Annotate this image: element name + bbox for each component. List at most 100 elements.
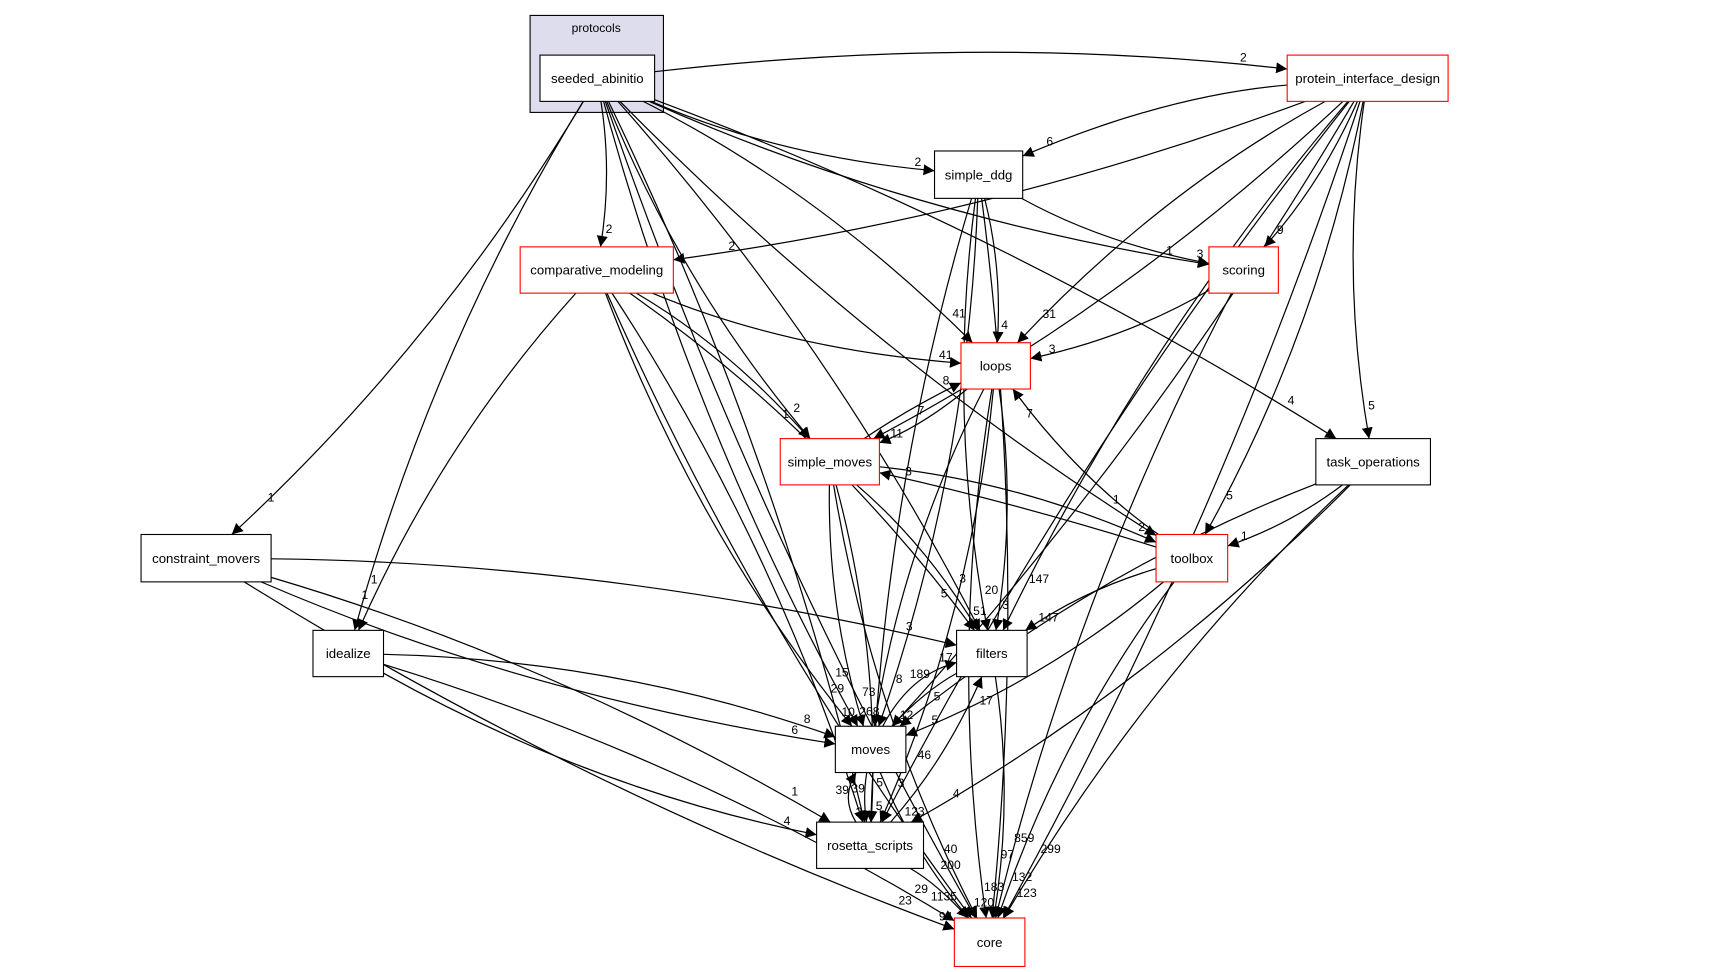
node-moves[interactable]: moves <box>834 725 907 774</box>
node-label[interactable]: filters <box>976 646 1008 661</box>
edge-loops-to-moves[interactable] <box>870 388 985 727</box>
edge-label[interactable]: 132 <box>1012 870 1032 884</box>
edge-rosetta-scripts-to-filters[interactable] <box>890 676 983 823</box>
node-seeded-abinitio[interactable]: seeded_abinitio <box>539 54 656 102</box>
edge-seeded-abinitio-to-task-operations[interactable] <box>654 99 1337 440</box>
node-box[interactable] <box>140 533 272 583</box>
edge-label[interactable]: 8 <box>804 712 811 726</box>
edge-filters-to-core[interactable] <box>990 676 1005 919</box>
edge-label[interactable]: 1 <box>1241 529 1248 543</box>
edge-label[interactable]: 3 <box>959 572 966 586</box>
edge-label[interactable]: 39 <box>836 783 850 797</box>
edge-label[interactable]: 5 <box>941 586 948 600</box>
edge-simple-moves-to-loops[interactable] <box>863 382 962 440</box>
node-rosetta-scripts[interactable]: rosetta_scripts <box>816 821 925 869</box>
edge-label[interactable]: 51 <box>973 604 987 618</box>
edge-label[interactable]: 4 <box>784 814 791 828</box>
edge-protein-interface-design-to-toolbox[interactable] <box>1204 101 1364 535</box>
edge-label[interactable]: 7 <box>918 403 925 417</box>
edge-seeded-abinitio-to-filters[interactable] <box>617 100 981 631</box>
edge-constraint-movers-to-moves[interactable] <box>260 581 836 748</box>
edge-label[interactable]: 15 <box>835 666 849 680</box>
edge-label[interactable]: 3 <box>906 620 913 634</box>
edge-label[interactable]: 120 <box>974 896 994 910</box>
node-label[interactable]: core <box>977 935 1003 950</box>
node-protein-interface-design[interactable]: protein_interface_design <box>1286 54 1449 102</box>
node-box[interactable] <box>816 821 925 869</box>
edge-label[interactable]: 29 <box>915 882 929 896</box>
edge-toolbox-to-filters[interactable] <box>1025 568 1157 631</box>
node-box[interactable] <box>1286 54 1449 102</box>
edge-label[interactable]: 41 <box>952 307 966 321</box>
edge-comparative-modeling-to-loops[interactable] <box>652 292 962 368</box>
edge-simple-ddg-to-scoring[interactable] <box>1021 197 1210 267</box>
edge-protein-interface-design-to-rosetta-scripts[interactable] <box>881 101 1350 823</box>
node-simple-ddg[interactable]: simple_ddg <box>933 150 1024 199</box>
node-simple-moves[interactable]: simple_moves <box>779 438 880 486</box>
edge-label[interactable]: 11 <box>890 426 903 440</box>
edge-label[interactable]: 97 <box>1001 847 1015 861</box>
node-comparative-modeling[interactable]: comparative_modeling <box>519 246 674 294</box>
edge-moves-to-rosetta-scripts[interactable] <box>859 772 871 823</box>
edge-comparative-modeling-to-idealize[interactable] <box>357 292 577 631</box>
edge-seeded-abinitio-to-rosetta-scripts[interactable] <box>607 101 868 823</box>
node-box[interactable] <box>960 342 1031 390</box>
edge-label[interactable]: 40 <box>944 842 958 856</box>
edge-label[interactable]: 200 <box>941 858 961 872</box>
edge-label[interactable]: 1 <box>1113 492 1120 506</box>
edge-label[interactable]: 73 <box>862 685 876 699</box>
edge-simple-moves-to-toolbox[interactable] <box>879 466 1157 543</box>
edge-rosetta-scripts-to-core[interactable] <box>909 867 969 919</box>
node-scoring[interactable]: scoring <box>1208 246 1279 294</box>
edge-label[interactable]: 1 <box>268 491 275 505</box>
edge-label[interactable]: 5 <box>934 689 941 703</box>
edge-toolbox-to-moves[interactable] <box>905 581 1164 737</box>
edge-label[interactable]: 46 <box>918 748 932 762</box>
edge-label[interactable]: 4 <box>1288 393 1295 407</box>
edge-seeded-abinitio-to-simple-ddg[interactable] <box>650 100 935 176</box>
edge-label[interactable]: 3 <box>1197 247 1204 261</box>
edge-label[interactable]: 12 <box>900 708 914 722</box>
node-label[interactable]: toolbox <box>1171 551 1214 566</box>
node-label[interactable]: seeded_abinitio <box>551 71 644 86</box>
node-box[interactable] <box>539 54 656 102</box>
edge-task-operations-to-toolbox[interactable] <box>1227 484 1343 548</box>
edge-comparative-modeling-to-moves[interactable] <box>604 292 853 727</box>
edge-label[interactable]: 3 <box>898 776 905 790</box>
edge-label[interactable]: 147 <box>1038 611 1058 625</box>
node-label[interactable]: simple_moves <box>788 454 873 469</box>
edge-seeded-abinitio-to-toolbox[interactable] <box>619 100 1157 537</box>
edge-label[interactable]: 4 <box>1001 318 1008 332</box>
edge-label[interactable]: 5 <box>931 713 938 727</box>
edge-task-operations-to-moves[interactable] <box>899 483 1317 727</box>
node-label[interactable]: loops <box>980 358 1012 373</box>
edge-protein-interface-design-to-loops[interactable] <box>1016 100 1326 344</box>
edge-seeded-abinitio-to-loops[interactable] <box>642 100 973 344</box>
edge-constraint-movers-to-filters[interactable] <box>271 558 957 649</box>
edge-filters-to-moves[interactable] <box>891 672 957 727</box>
edge-label[interactable]: 20 <box>985 583 999 597</box>
edge-label[interactable]: 29 <box>831 682 845 696</box>
node-toolbox[interactable]: toolbox <box>1155 533 1229 583</box>
edge-label[interactable]: 17 <box>980 693 994 707</box>
edge-seeded-abinitio-to-simple-moves[interactable] <box>606 101 811 440</box>
edge-idealize-to-moves[interactable] <box>383 653 836 739</box>
edge-label[interactable]: 2 <box>728 239 735 253</box>
edge-label[interactable]: 5 <box>1226 489 1233 503</box>
edge-label[interactable]: 123 <box>904 804 924 818</box>
edge-toolbox-to-loops[interactable] <box>1012 388 1159 535</box>
edge-label[interactable]: 268 <box>859 704 879 718</box>
node-core[interactable]: core <box>953 917 1026 968</box>
node-label[interactable]: constraint_movers <box>152 551 260 566</box>
edge-task-operations-to-rosetta-scripts[interactable] <box>910 484 1351 823</box>
edge-toolbox-to-simple-moves[interactable] <box>879 469 1157 548</box>
edge-label[interactable]: 9 <box>1277 223 1284 237</box>
edge-label[interactable]: 23 <box>898 893 912 907</box>
node-label[interactable]: simple_ddg <box>945 167 1013 182</box>
edge-rosetta-scripts-to-moves[interactable] <box>845 772 857 823</box>
edge-label[interactable]: 17 <box>939 650 953 664</box>
edge-label[interactable]: 859 <box>1014 831 1034 845</box>
node-box[interactable] <box>779 438 880 486</box>
edge-task-operations-to-core[interactable] <box>1003 484 1349 919</box>
edge-seeded-abinitio-to-protein-interface-design[interactable] <box>654 51 1288 74</box>
